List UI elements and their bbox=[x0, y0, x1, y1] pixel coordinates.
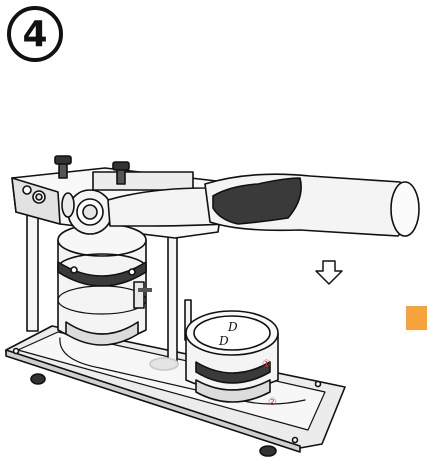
svg-text:D: D bbox=[227, 320, 238, 334]
svg-text:D: D bbox=[218, 334, 229, 348]
base-plate bbox=[5, 325, 346, 457]
accent-square bbox=[406, 306, 427, 330]
handle-hub bbox=[61, 189, 113, 235]
step-number: 4 bbox=[22, 13, 48, 55]
press-head bbox=[57, 223, 152, 346]
ring-marker-2: ② bbox=[268, 397, 277, 408]
lever-handle bbox=[107, 173, 420, 237]
lower-die: D D ① ② bbox=[185, 310, 279, 408]
step-number-badge: 4 bbox=[7, 6, 63, 62]
down-arrow-icon bbox=[315, 260, 343, 285]
ring-marker-1: ① bbox=[262, 359, 271, 370]
